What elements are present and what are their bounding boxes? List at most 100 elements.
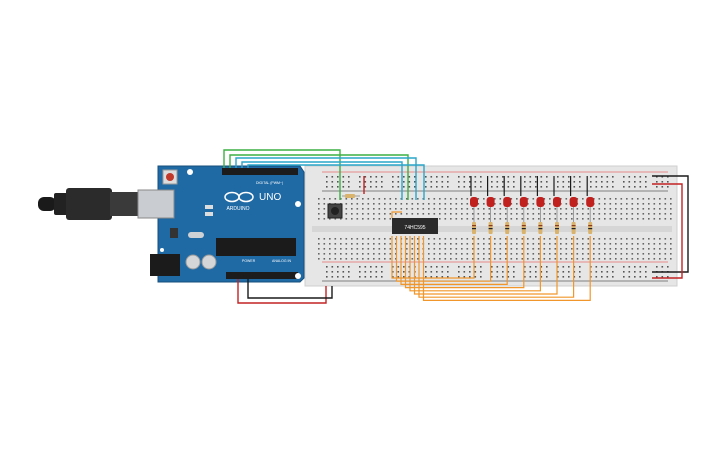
rail-hole[interactable] [425, 276, 427, 278]
rail-hole[interactable] [408, 271, 411, 273]
wire-teal[interactable] [247, 164, 425, 200]
rail-hole[interactable] [375, 186, 378, 188]
rail-hole[interactable] [337, 271, 339, 273]
grid-hole[interactable] [593, 253, 595, 255]
grid-hole[interactable] [670, 238, 672, 240]
grid-hole[interactable] [631, 258, 634, 260]
grid-hole[interactable] [400, 208, 403, 210]
grid-hole[interactable] [428, 208, 430, 210]
grid-hole[interactable] [582, 218, 584, 220]
rail-hole[interactable] [480, 276, 482, 278]
grid-hole[interactable] [609, 258, 612, 260]
rail-hole[interactable] [661, 186, 664, 188]
grid-hole[interactable] [389, 208, 392, 210]
rail-hole[interactable] [595, 176, 598, 178]
grid-hole[interactable] [318, 258, 320, 260]
rail-hole[interactable] [524, 181, 526, 183]
grid-hole[interactable] [648, 218, 650, 220]
grid-hole[interactable] [373, 198, 375, 200]
grid-hole[interactable] [433, 253, 436, 255]
grid-hole[interactable] [598, 198, 601, 200]
grid-hole[interactable] [543, 218, 546, 220]
grid-hole[interactable] [373, 203, 375, 205]
grid-hole[interactable] [609, 253, 612, 255]
grid-hole[interactable] [461, 253, 463, 255]
grid-hole[interactable] [593, 243, 595, 245]
rail-hole[interactable] [507, 271, 510, 273]
rail-hole[interactable] [491, 181, 493, 183]
rail-hole[interactable] [408, 276, 411, 278]
grid-hole[interactable] [411, 253, 414, 255]
rail-hole[interactable] [463, 271, 466, 273]
rail-hole[interactable] [606, 276, 609, 278]
rail-hole[interactable] [381, 181, 383, 183]
grid-hole[interactable] [428, 243, 430, 245]
grid-hole[interactable] [604, 258, 606, 260]
grid-hole[interactable] [659, 198, 661, 200]
grid-hole[interactable] [538, 208, 540, 210]
grid-hole[interactable] [433, 243, 436, 245]
grid-hole[interactable] [576, 248, 579, 250]
grid-hole[interactable] [620, 198, 623, 200]
grid-hole[interactable] [455, 213, 458, 215]
grid-hole[interactable] [450, 238, 452, 240]
grid-hole[interactable] [648, 243, 650, 245]
grid-hole[interactable] [356, 213, 359, 215]
grid-hole[interactable] [664, 243, 667, 245]
grid-hole[interactable] [483, 213, 485, 215]
grid-hole[interactable] [389, 203, 392, 205]
rail-hole[interactable] [601, 186, 603, 188]
grid-hole[interactable] [554, 248, 557, 250]
grid-hole[interactable] [532, 243, 535, 245]
grid-hole[interactable] [582, 243, 584, 245]
rail-hole[interactable] [414, 181, 416, 183]
grid-hole[interactable] [345, 208, 348, 210]
grid-hole[interactable] [582, 258, 584, 260]
rail-hole[interactable] [656, 276, 658, 278]
wires[interactable] [223, 149, 689, 304]
grid-hole[interactable] [516, 243, 518, 245]
grid-hole[interactable] [406, 253, 408, 255]
rail-hole[interactable] [364, 181, 367, 183]
grid-hole[interactable] [620, 243, 623, 245]
rail-hole[interactable] [634, 266, 636, 268]
grid-hole[interactable] [576, 258, 579, 260]
grid-hole[interactable] [323, 213, 326, 215]
rail-hole[interactable] [381, 271, 383, 273]
grid-hole[interactable] [521, 208, 524, 210]
grid-hole[interactable] [543, 243, 546, 245]
grid-hole[interactable] [323, 218, 326, 220]
rail-hole[interactable] [480, 176, 482, 178]
grid-hole[interactable] [538, 258, 540, 260]
rail-hole[interactable] [639, 276, 642, 278]
grid-hole[interactable] [565, 198, 568, 200]
grid-hole[interactable] [340, 253, 342, 255]
grid-hole[interactable] [538, 213, 540, 215]
rail-hole[interactable] [397, 276, 400, 278]
grid-hole[interactable] [653, 258, 656, 260]
grid-hole[interactable] [670, 218, 672, 220]
rail-hole[interactable] [513, 276, 515, 278]
rail-hole[interactable] [469, 266, 471, 268]
grid-hole[interactable] [466, 198, 469, 200]
grid-hole[interactable] [505, 218, 507, 220]
grid-hole[interactable] [356, 203, 359, 205]
grid-hole[interactable] [609, 243, 612, 245]
grid-hole[interactable] [318, 218, 320, 220]
grid-hole[interactable] [642, 198, 645, 200]
rail-hole[interactable] [348, 176, 350, 178]
grid-hole[interactable] [428, 258, 430, 260]
rail-hole[interactable] [573, 271, 576, 273]
grid-hole[interactable] [466, 208, 469, 210]
grid-hole[interactable] [472, 248, 474, 250]
grid-hole[interactable] [560, 243, 562, 245]
grid-hole[interactable] [450, 243, 452, 245]
rail-hole[interactable] [529, 176, 532, 178]
rail-hole[interactable] [524, 176, 526, 178]
grid-hole[interactable] [345, 218, 348, 220]
grid-hole[interactable] [598, 248, 601, 250]
grid-hole[interactable] [549, 238, 551, 240]
grid-hole[interactable] [648, 258, 650, 260]
rail-hole[interactable] [436, 276, 438, 278]
grid-hole[interactable] [516, 203, 518, 205]
